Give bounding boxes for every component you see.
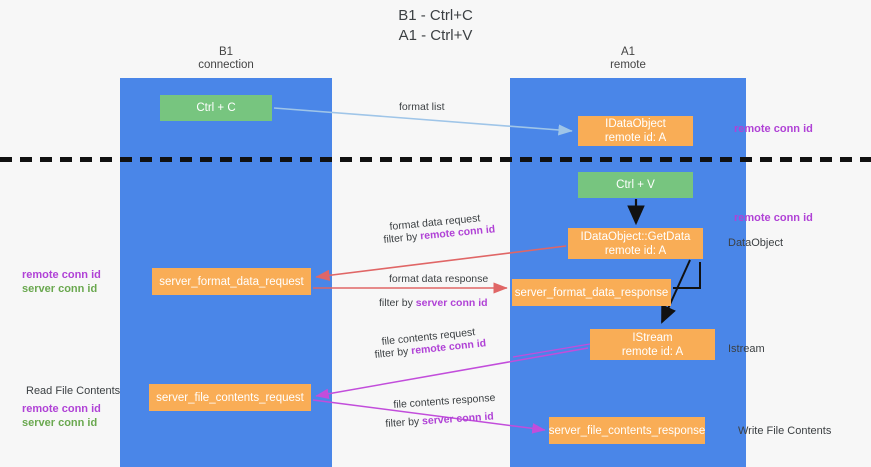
node-getdata-line1: IDataObject::GetData (580, 230, 691, 243)
lane-a1-subtitle: remote (610, 59, 646, 71)
node-istream-line1: IStream (632, 331, 673, 344)
left-server-conn-id-bottom: server conn id (22, 417, 98, 429)
lane-b1-name: B1 (218, 46, 234, 58)
annotation-left-conn-ids-mid: remote conn id server conn id (22, 268, 101, 296)
annotation-data-object: DataObject (728, 237, 784, 249)
node-sfdreq-label: server_format_data_request (159, 275, 304, 288)
node-idataobject-line2: remote id: A (604, 132, 667, 144)
annotation-istream: Istream (728, 343, 765, 355)
annotation-remote-conn-id-mid: remote conn id (734, 212, 813, 224)
lane-a1-name: A1 (620, 46, 636, 58)
edge-label-filter-server-conn-id-2: filter by server conn id (385, 410, 494, 431)
node-ctrl-c[interactable]: Ctrl + C (160, 95, 272, 121)
edge-label-filter-server-conn-id-1: filter by server conn id (379, 297, 488, 310)
server-conn-id-text-2: server conn id (421, 410, 495, 428)
node-server-file-contents-request[interactable]: server_file_contents_request (149, 384, 311, 411)
edge-label-file-contents-response: file contents response (393, 391, 496, 411)
node-sfdres-label: server_format_data_response (514, 286, 669, 299)
node-server-format-data-response[interactable]: server_format_data_response (512, 279, 671, 306)
filter-by-text-3: filter by (374, 345, 412, 361)
node-server-file-contents-response[interactable]: server_file_contents_response (549, 417, 705, 444)
lane-header-a1: A1 remote (510, 46, 746, 72)
node-ctrl-v[interactable]: Ctrl + V (578, 172, 693, 198)
node-sfcres-label: server_file_contents_response (548, 424, 706, 437)
filter-by-text-2: filter by (379, 297, 416, 309)
node-ctrl-v-label: Ctrl + V (616, 179, 655, 191)
node-sfcreq-label: server_file_contents_request (156, 391, 304, 404)
node-istream[interactable]: IStream remote id: A (590, 329, 715, 360)
edge-label-format-list: format list (399, 101, 445, 113)
page-title: B1 - Ctrl+C A1 - Ctrl+V (0, 6, 871, 46)
node-server-format-data-request[interactable]: server_format_data_request (152, 268, 311, 295)
annotation-read-file-contents: Read File Contents (26, 385, 121, 397)
annotation-left-conn-ids-bottom: remote conn id server conn id (22, 402, 101, 430)
node-ctrl-c-label: Ctrl + C (196, 102, 236, 114)
node-idataobject[interactable]: IDataObject remote id: A (578, 116, 693, 146)
filter-by-text-1: filter by (383, 230, 421, 246)
node-istream-line2: remote id: A (621, 345, 684, 358)
filter-by-text-4: filter by (385, 415, 423, 430)
title-line-1: B1 - Ctrl+C (398, 7, 473, 24)
node-idataobject-line1: IDataObject (605, 118, 666, 130)
annotation-write-file-contents: Write File Contents (738, 425, 832, 437)
title-line-2: A1 - Ctrl+V (398, 27, 473, 44)
lane-header-b1: B1 connection (120, 46, 332, 72)
left-server-conn-id-mid: server conn id (22, 283, 98, 295)
server-conn-id-text-1: server conn id (415, 297, 488, 309)
left-remote-conn-id-mid: remote conn id (22, 269, 101, 281)
node-getdata-line2: remote id: A (604, 244, 667, 257)
left-remote-conn-id-bottom: remote conn id (22, 403, 101, 415)
phase-divider (0, 157, 871, 162)
edge-label-format-data-response: format data response (389, 273, 489, 285)
annotation-remote-conn-id-top: remote conn id (734, 123, 813, 135)
lane-b1-subtitle: connection (198, 59, 254, 71)
node-idataobject-getdata[interactable]: IDataObject::GetData remote id: A (568, 228, 703, 259)
